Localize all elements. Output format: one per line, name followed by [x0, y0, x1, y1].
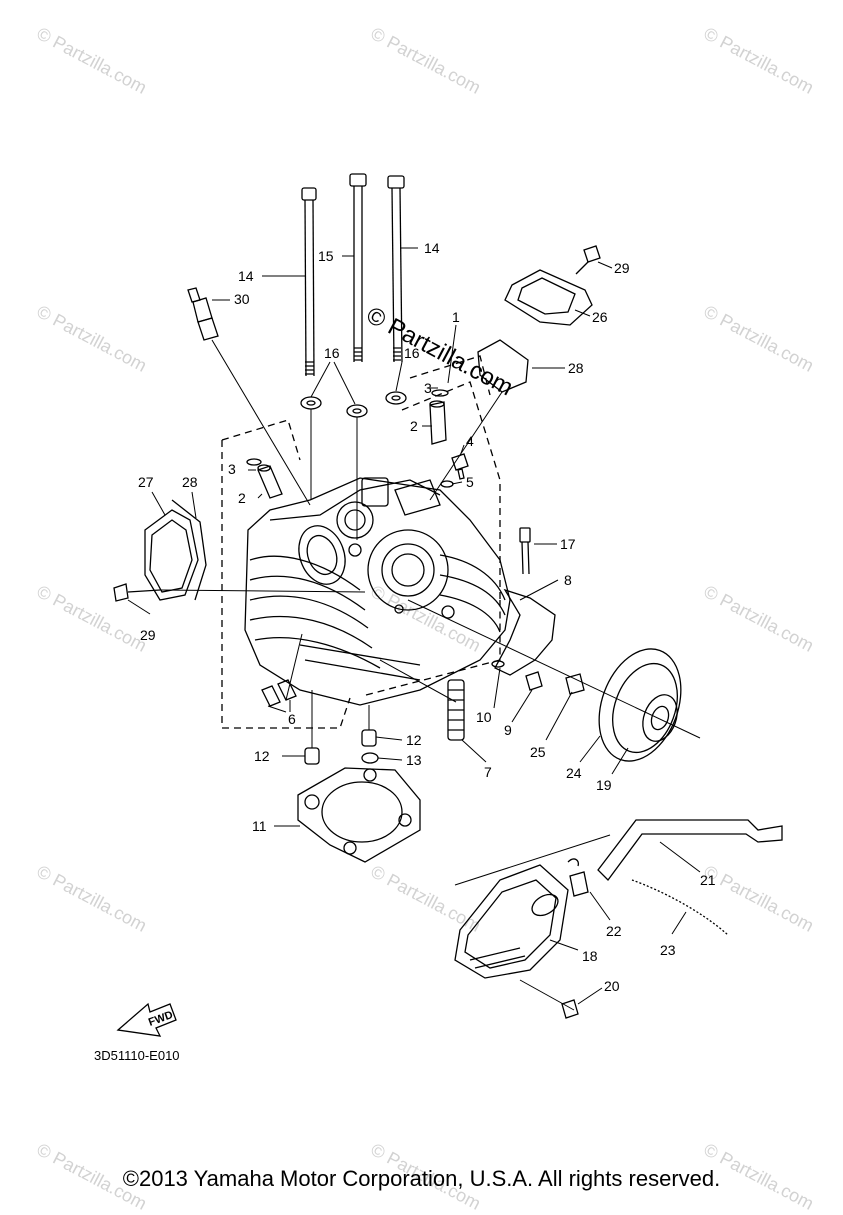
callout: 24	[566, 765, 582, 781]
callout: 17	[560, 536, 576, 552]
callout: 30	[234, 291, 250, 307]
breather-fitting	[567, 858, 589, 897]
callout: 12	[254, 748, 270, 764]
bolt	[519, 979, 579, 1019]
callout: 6	[288, 711, 296, 727]
dowel-pin	[361, 729, 377, 747]
callout: 27	[138, 474, 154, 490]
callout: 21	[700, 872, 716, 888]
callout: 1	[452, 309, 460, 325]
callout: 15	[318, 248, 334, 264]
side-cover	[454, 864, 569, 979]
dowel-pin	[261, 679, 297, 707]
callout: 12	[406, 732, 422, 748]
sprocket-cover	[598, 648, 682, 762]
o-ring	[361, 752, 379, 764]
callout: 25	[530, 744, 546, 760]
copyright-footer: ©2013 Yamaha Motor Corporation, U.S.A. A…	[122, 1166, 721, 1191]
breather-hose	[597, 819, 783, 881]
valve-guide	[429, 400, 447, 445]
wire-clamp	[631, 879, 729, 936]
callout: 23	[660, 942, 676, 958]
callout: 9	[504, 722, 512, 738]
stud-bolt-left	[301, 187, 317, 377]
stud-bolt-center	[349, 173, 367, 362]
callout: 11	[252, 818, 267, 834]
bolt	[113, 583, 161, 602]
callout: 16	[324, 345, 340, 361]
circlip	[431, 389, 449, 397]
callout: 28	[182, 474, 198, 490]
stud-bolt-right	[387, 175, 405, 363]
callout: 29	[140, 627, 156, 643]
diagram-code: 3D51110-E010	[94, 1048, 180, 1063]
gasket	[477, 339, 529, 393]
callout: 7	[484, 764, 492, 780]
callout: 14	[238, 268, 254, 284]
callout: 2	[238, 490, 246, 506]
leader-lines	[127, 247, 701, 1005]
callout: 3	[228, 461, 236, 477]
bolt	[575, 245, 601, 275]
dowel-pin	[304, 747, 320, 765]
circlip	[246, 458, 262, 466]
callout: 19	[596, 777, 612, 793]
callout: 2	[410, 418, 418, 434]
tappet-cover	[504, 269, 593, 326]
callout: 10	[476, 709, 492, 725]
callout: 4	[466, 433, 474, 449]
bolt	[525, 671, 543, 691]
callout: 18	[582, 948, 598, 964]
bolt	[565, 673, 585, 695]
head-gasket	[297, 767, 421, 863]
washer	[346, 404, 368, 418]
washer	[385, 391, 407, 405]
gasket	[494, 588, 556, 676]
assembly-outline	[409, 355, 491, 396]
spark-plug	[187, 287, 311, 506]
cylinder-head	[244, 477, 511, 706]
washer	[300, 396, 322, 410]
callout: 22	[606, 923, 622, 939]
washer	[440, 480, 454, 488]
valve-guide	[257, 464, 283, 499]
callout: 8	[564, 572, 572, 588]
forward-arrow: FWD	[116, 1002, 177, 1037]
callout: 13	[406, 752, 422, 768]
callout: 20	[604, 978, 620, 994]
tappet-cover	[144, 499, 207, 601]
callout: 28	[568, 360, 584, 376]
callout: 16	[404, 345, 420, 361]
assembly-outline	[221, 381, 501, 729]
callout-labels: 1 2 2 3 3 4 5 6 7 8 9 10 11 12 12 13 14 …	[138, 240, 716, 994]
washer	[491, 660, 505, 668]
callout: 14	[424, 240, 440, 256]
callout: 29	[614, 260, 630, 276]
callout: 3	[424, 380, 432, 396]
callout: 5	[466, 474, 474, 490]
dowel-pin	[447, 679, 465, 741]
callout: 26	[592, 309, 608, 325]
bolt	[519, 527, 531, 575]
